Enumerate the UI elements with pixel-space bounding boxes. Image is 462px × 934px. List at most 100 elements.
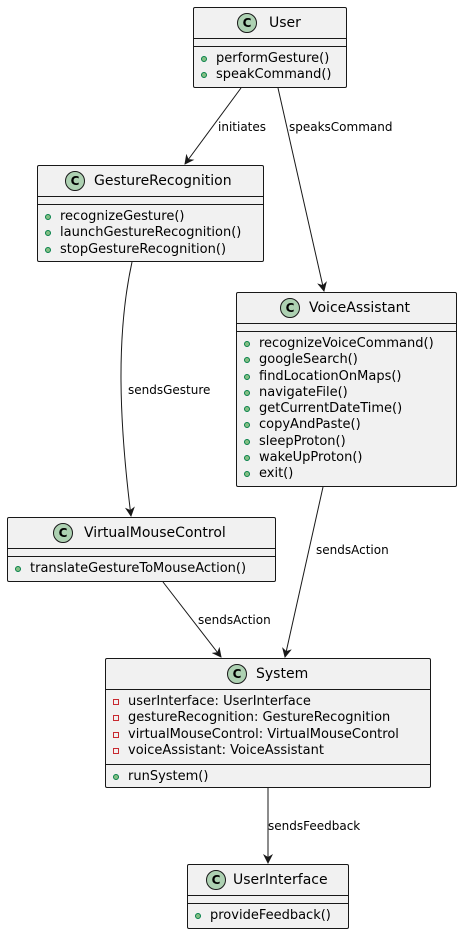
method-text: sleepProton() [259, 433, 346, 449]
class-name-userinterface: UserInterface [233, 872, 328, 888]
method-text: googleSearch() [259, 352, 358, 368]
edge-label-initiates: initiates [218, 120, 266, 134]
edge-voiceassistant-system: sendsAction [282, 486, 389, 658]
public-method-icon [15, 566, 21, 572]
method-text: copyAndPaste() [259, 417, 361, 433]
method-text: translateGestureToMouseAction() [30, 561, 247, 576]
section-divider [194, 38, 346, 39]
field-text: gestureRecognition: GestureRecognition [128, 710, 391, 726]
private-field-icon [113, 699, 119, 705]
method-text: stopGestureRecognition() [60, 241, 227, 257]
method-row: exit() [237, 466, 456, 482]
method-row: googleSearch() [237, 352, 456, 368]
class-header: C VirtualMouseControl [8, 518, 275, 548]
class-name-system: System [256, 666, 309, 682]
class-user: C User performGesture() speakCommand() [193, 7, 347, 88]
public-method-icon [45, 214, 51, 220]
class-name-voiceassistant: VoiceAssistant [309, 300, 411, 316]
public-method-icon [244, 406, 250, 413]
private-field-icon [113, 731, 119, 738]
edge-label-speakscommand: speaksCommand [289, 120, 392, 134]
section-divider [106, 689, 430, 690]
method-row: provideFeedback() [188, 908, 348, 924]
class-header: C System [106, 659, 430, 689]
field-row: virtualMouseControl: VirtualMouseControl [106, 727, 430, 743]
method-text: findLocationOnMaps() [259, 368, 402, 384]
class-c-icon: C [206, 870, 226, 890]
method-row: copyAndPaste() [237, 417, 456, 433]
method-row: navigateFile() [237, 385, 456, 401]
class-c-icon: C [280, 298, 300, 318]
method-text: recognizeGesture() [60, 209, 185, 224]
class-c-icon: C [237, 13, 257, 33]
section-divider [106, 764, 430, 765]
method-text: exit() [259, 466, 294, 482]
method-row: stopGestureRecognition() [38, 242, 263, 258]
section-divider [38, 204, 263, 205]
public-method-icon [113, 774, 119, 780]
method-text: provideFeedback() [210, 908, 331, 923]
public-method-icon [244, 341, 250, 347]
edge-user-voiceassistant: speaksCommand [277, 87, 392, 292]
edge-gesturerecognition-virtualmousecontrol: sendsGesture [120, 261, 210, 517]
public-method-icon [244, 373, 250, 380]
method-row: launchGestureRecognition() [38, 225, 263, 241]
method-text: wakeUpProton() [259, 450, 363, 466]
method-text: speakCommand() [216, 67, 332, 83]
method-row: recognizeGesture() [38, 209, 263, 225]
method-text: launchGestureRecognition() [60, 225, 242, 241]
method-row: getCurrentDateTime() [237, 401, 456, 417]
field-row: gestureRecognition: GestureRecognition [106, 710, 430, 726]
edge-label-sendsgesture: sendsGesture [128, 383, 210, 397]
edge-system-userinterface: sendsFeedback [263, 788, 360, 864]
class-header: C VoiceAssistant [237, 293, 456, 323]
method-row: speakCommand() [194, 67, 346, 83]
edge-label-sendsaction-voice: sendsAction [316, 543, 389, 557]
method-text: recognizeVoiceCommand() [259, 336, 434, 351]
method-row: findLocationOnMaps() [237, 369, 456, 385]
method-row: runSystem() [106, 769, 430, 785]
class-gesturerecognition: C GestureRecognition recognizeGesture() … [37, 165, 264, 262]
edge-label-sendsaction-mouse: sendsAction [198, 613, 271, 627]
class-c-icon: C [53, 523, 73, 543]
method-row: translateGestureToMouseAction() [8, 561, 275, 577]
public-method-icon [244, 455, 250, 462]
public-method-icon [244, 438, 250, 445]
section-divider [194, 46, 346, 47]
section-divider [237, 323, 456, 324]
field-text: voiceAssistant: VoiceAssistant [128, 742, 324, 758]
class-userinterface: C UserInterface provideFeedback() [187, 864, 349, 929]
method-row: performGesture() [194, 51, 346, 67]
edge-virtualmousecontrol-system: sendsAction [162, 581, 271, 658]
section-divider [237, 331, 456, 332]
private-field-icon [113, 747, 119, 754]
section-divider [8, 556, 275, 557]
edge-user-gesturerecognition: initiates [184, 87, 266, 165]
method-row: wakeUpProton() [237, 450, 456, 466]
public-method-icon [244, 422, 250, 429]
method-row: sleepProton() [237, 434, 456, 450]
class-voiceassistant: C VoiceAssistant recognizeVoiceCommand()… [236, 292, 457, 487]
method-text: getCurrentDateTime() [259, 401, 403, 417]
method-text: performGesture() [216, 51, 330, 66]
public-method-icon [201, 56, 207, 62]
edge-label-sendsfeedback: sendsFeedback [268, 819, 360, 833]
section-divider [188, 903, 348, 904]
section-divider [38, 196, 263, 197]
class-name-user: User [269, 15, 301, 31]
class-c-icon: C [65, 171, 85, 191]
field-text: virtualMouseControl: VirtualMouseControl [128, 726, 399, 742]
class-name-virtualmousecontrol: VirtualMouseControl [84, 525, 226, 541]
class-header: C User [194, 8, 346, 38]
private-field-icon [113, 715, 119, 722]
method-text: navigateFile() [259, 384, 348, 400]
public-method-icon [45, 246, 51, 253]
method-text: runSystem() [128, 769, 209, 784]
class-header: C UserInterface [188, 865, 348, 895]
public-method-icon [45, 230, 51, 237]
class-c-icon: C [227, 664, 247, 684]
field-text: userInterface: UserInterface [128, 694, 311, 709]
section-divider [8, 548, 275, 549]
